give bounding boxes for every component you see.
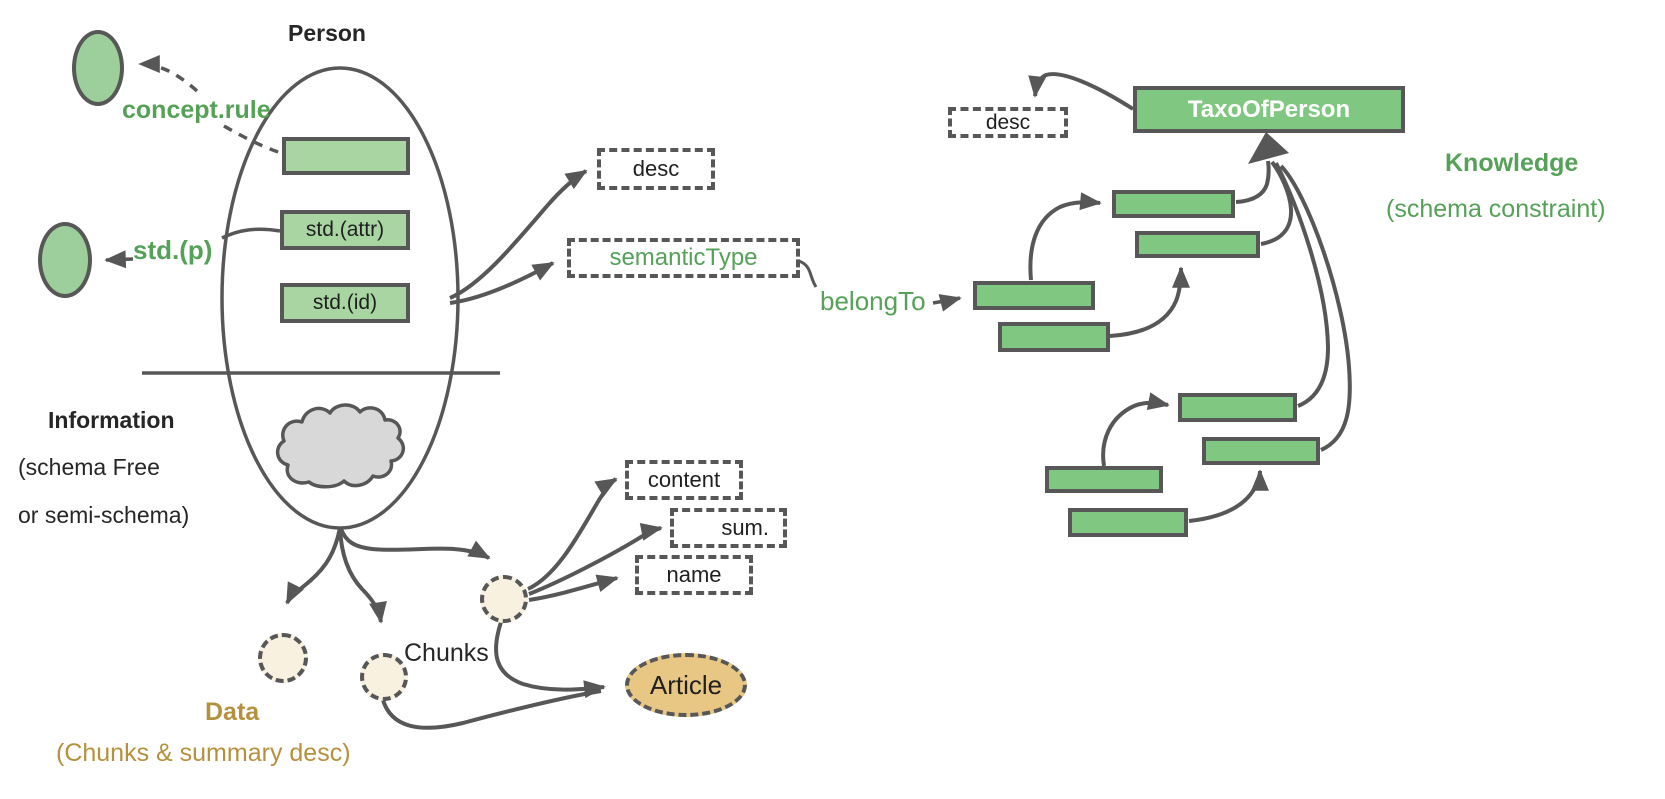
arrow-circle-to-article xyxy=(494,621,606,699)
taxonomy-node-g xyxy=(1045,466,1163,493)
arrow-taxo-to-desc xyxy=(1028,72,1135,111)
desc-property-box: desc xyxy=(597,148,715,190)
data-subtitle: (Chunks & summary desc) xyxy=(56,739,351,767)
knowledge-subtitle: (schema constraint) xyxy=(1386,195,1606,223)
curve-e-to-taxo xyxy=(1274,162,1331,408)
arrow-taxo-c-to-a xyxy=(1028,192,1102,281)
taxonomy-node-d xyxy=(998,322,1110,352)
arrow-person-to-desc xyxy=(449,169,588,300)
arrow-to-chunks-circle xyxy=(338,527,387,624)
taxonomy-node-e xyxy=(1178,393,1297,422)
taxo-desc-box: desc xyxy=(948,107,1068,138)
semantictype-property-box: semanticType xyxy=(567,238,800,278)
arrow-taxo-d-to-b xyxy=(1109,266,1190,338)
content-property-box: content xyxy=(625,460,743,500)
person-title: Person xyxy=(288,20,366,46)
taxonomy-node-f xyxy=(1202,437,1320,465)
connector-semantictype-to-belongto xyxy=(798,259,818,288)
data-title: Data xyxy=(205,698,260,726)
arrow-circle-to-content xyxy=(527,477,618,591)
arrow-to-summary-circle xyxy=(339,528,491,560)
arrow-concept-rule xyxy=(138,55,199,93)
arrow-taxo-h-to-f xyxy=(1188,469,1269,523)
sum-property-box: sum. xyxy=(670,508,787,548)
curve-f-to-taxo xyxy=(1279,164,1352,452)
curve-chunks-to-article xyxy=(381,689,602,730)
concept-rule-label: concept.rule xyxy=(122,96,271,124)
chunks-circle xyxy=(360,653,408,701)
arrow-taxo-g-to-e xyxy=(1101,392,1170,467)
belongto-label: belongTo xyxy=(820,286,926,316)
taxonomy-node-h xyxy=(1068,508,1188,537)
cloud-shape xyxy=(275,403,406,489)
person-attr-std-attr-rect: std.(attr) xyxy=(280,210,410,250)
line-attr-to-ellipse-edge xyxy=(221,227,281,240)
information-subtitle-line1: (schema Free xyxy=(18,454,160,480)
curve-a-to-taxo xyxy=(1235,160,1271,204)
taxonomy-node-a xyxy=(1112,190,1235,218)
std-p-ellipse xyxy=(38,222,92,298)
taxonomy-node-b xyxy=(1135,231,1260,258)
taxonomy-node-c xyxy=(973,281,1095,310)
data-circle-1 xyxy=(258,633,308,683)
arrow-circle-to-name xyxy=(528,574,619,602)
arrow-belongto xyxy=(932,294,962,312)
information-title: Information xyxy=(48,407,175,433)
dashed-connector-rule-to-attr xyxy=(223,124,282,155)
knowledge-title: Knowledge xyxy=(1445,149,1579,177)
arrow-person-to-semantictype xyxy=(449,261,555,305)
arrow-circle-to-sum xyxy=(528,523,663,596)
name-property-box: name xyxy=(635,555,753,595)
arrow-to-data-circle-1 xyxy=(285,527,342,605)
taxo-of-person-node: TaxoOfPerson xyxy=(1133,86,1405,133)
summary-circle xyxy=(480,575,528,623)
converging-arrowhead xyxy=(1248,132,1289,164)
std-p-label: std.(p) xyxy=(133,235,213,265)
article-node: Article xyxy=(625,653,747,717)
arrow-std-p xyxy=(104,250,134,269)
person-attr-std-id-rect: std.(id) xyxy=(280,283,410,323)
chunks-label: Chunks xyxy=(404,639,489,667)
person-attr-blank-rect xyxy=(282,137,410,175)
concept-ellipse xyxy=(72,30,124,106)
information-subtitle-line2: or semi-schema) xyxy=(18,502,190,528)
